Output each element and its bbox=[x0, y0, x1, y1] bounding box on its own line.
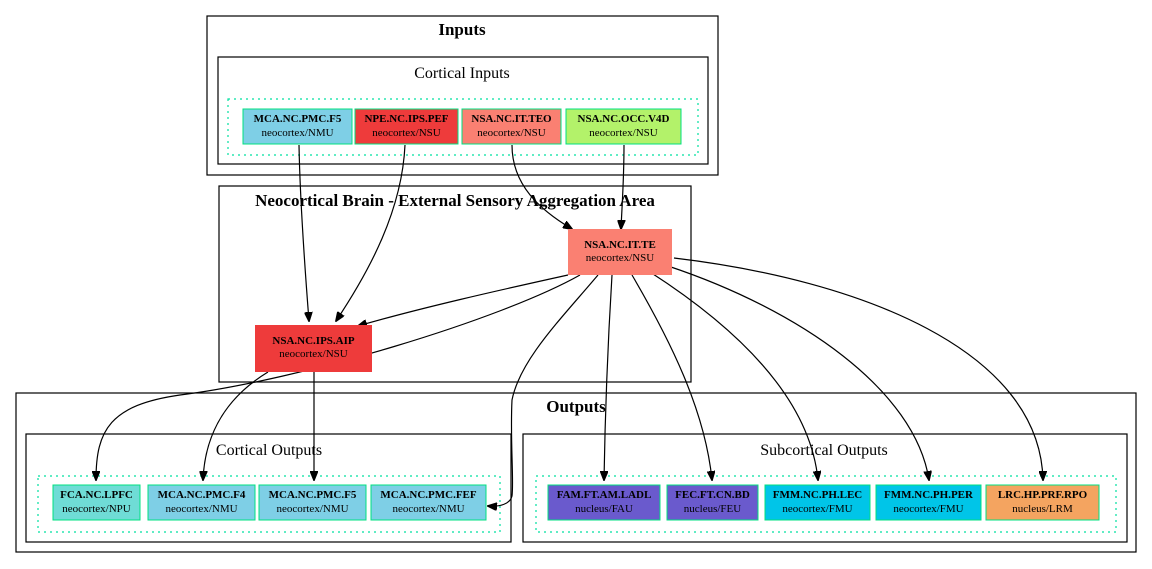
node-name: NSA.NC.IPS.AIP bbox=[272, 335, 354, 347]
edge-te-to-per bbox=[667, 265, 929, 480]
cluster-subcortical-outputs-title: Subcortical Outputs bbox=[760, 442, 888, 459]
edge-te-to-ladl bbox=[604, 274, 613, 480]
edge-te-to-rpo bbox=[673, 257, 1043, 480]
edge-te-to-bd bbox=[631, 274, 712, 480]
node-out-fmm-ph-per[interactable]: FMM.NC.PH.PER neocortex/FMU bbox=[875, 484, 982, 521]
node-nsa-ips-aip[interactable]: NSA.NC.IPS.AIP neocortex/NSU bbox=[255, 325, 372, 372]
node-out-lrc-hp-prf-rpo[interactable]: LRC.HP.PRF.RPO nucleus/LRM bbox=[985, 484, 1100, 521]
cluster-inputs: Inputs bbox=[206, 15, 719, 176]
node-name: NPE.NC.IPS.PEF bbox=[364, 113, 448, 125]
cluster-outputs-title: Outputs bbox=[546, 397, 606, 416]
cluster-outputs: Outputs bbox=[15, 392, 1137, 553]
node-out-fec-ft-cn-bd[interactable]: FEC.FT.CN.BD nucleus/FEU bbox=[666, 484, 759, 521]
cluster-cortical-inputs-title: Cortical Inputs bbox=[414, 65, 510, 82]
edge-pef-to-aip bbox=[336, 144, 406, 321]
node-in-nsa-it-teo[interactable]: NSA.NC.IT.TEO neocortex/NSU bbox=[461, 108, 562, 145]
node-name: FAM.FT.AM.LADL bbox=[557, 489, 652, 501]
node-out-mca-pmc-f5[interactable]: MCA.NC.PMC.F5 neocortex/NMU bbox=[258, 484, 367, 521]
node-name: NSA.NC.IT.TE bbox=[584, 239, 656, 251]
cluster-aggregation-title: Neocortical Brain - External Sensory Agg… bbox=[255, 191, 655, 210]
node-type: neocortex/NSU bbox=[372, 127, 440, 139]
node-type: neocortex/FMU bbox=[782, 503, 852, 515]
node-type: nucleus/LRM bbox=[1012, 503, 1073, 515]
node-in-npe-ips-pef[interactable]: NPE.NC.IPS.PEF neocortex/NSU bbox=[354, 108, 459, 145]
node-name: FMM.NC.PH.PER bbox=[884, 489, 974, 501]
cluster-cortical-outputs-title: Cortical Outputs bbox=[216, 442, 322, 459]
node-in-mca-pmc-f5[interactable]: MCA.NC.PMC.F5 neocortex/NMU bbox=[242, 108, 353, 145]
node-type: neocortex/NSU bbox=[589, 127, 657, 139]
node-type: neocortex/NSU bbox=[279, 348, 347, 360]
cluster-inputs-title: Inputs bbox=[438, 20, 486, 39]
node-out-mca-pmc-f4[interactable]: MCA.NC.PMC.F4 neocortex/NMU bbox=[147, 484, 256, 521]
node-name: MCA.NC.PMC.F5 bbox=[254, 113, 342, 125]
node-name: FCA.NC.LPFC bbox=[60, 489, 133, 501]
node-type: neocortex/NPU bbox=[62, 503, 130, 515]
node-out-fam-ft-am-ladl[interactable]: FAM.FT.AM.LADL nucleus/FAU bbox=[547, 484, 661, 521]
node-type: neocortex/NMU bbox=[261, 127, 333, 139]
node-out-mca-pmc-fef[interactable]: MCA.NC.PMC.FEF neocortex/NMU bbox=[370, 484, 487, 521]
node-type: neocortex/NSU bbox=[477, 127, 545, 139]
node-name: FMM.NC.PH.LEC bbox=[773, 489, 863, 501]
node-type: neocortex/FMU bbox=[893, 503, 963, 515]
node-name: MCA.NC.PMC.F4 bbox=[158, 489, 246, 501]
node-out-fca-lpfc[interactable]: FCA.NC.LPFC neocortex/NPU bbox=[52, 484, 141, 521]
node-nsa-it-te[interactable]: NSA.NC.IT.TE neocortex/NSU bbox=[568, 229, 672, 275]
cluster-subcortical-outputs: Subcortical Outputs bbox=[522, 433, 1128, 543]
edge-v4d-to-te bbox=[621, 144, 624, 229]
edges bbox=[96, 144, 1043, 506]
cluster-cortical-inputs: Cortical Inputs bbox=[217, 56, 709, 165]
node-type: nucleus/FAU bbox=[575, 503, 633, 515]
node-in-nsa-occ-v4d[interactable]: NSA.NC.OCC.V4D neocortex/NSU bbox=[565, 108, 682, 145]
node-name: MCA.NC.PMC.F5 bbox=[269, 489, 357, 501]
node-name: NSA.NC.IT.TEO bbox=[471, 113, 552, 125]
node-type: neocortex/NSU bbox=[586, 252, 654, 264]
node-name: MCA.NC.PMC.FEF bbox=[380, 489, 477, 501]
node-type: neocortex/NMU bbox=[392, 503, 464, 515]
node-out-fmm-ph-lec[interactable]: FMM.NC.PH.LEC neocortex/FMU bbox=[764, 484, 871, 521]
node-name: NSA.NC.OCC.V4D bbox=[578, 113, 670, 125]
node-type: nucleus/FEU bbox=[684, 503, 741, 515]
edge-aip-to-f4 bbox=[203, 371, 269, 480]
edge-te-to-lec bbox=[649, 271, 818, 480]
edge-teo-to-te bbox=[511, 144, 572, 229]
edge-te-to-lpfc bbox=[96, 274, 581, 480]
edge-te-to-aip bbox=[358, 274, 569, 326]
edge-te-to-fef bbox=[488, 274, 599, 506]
edge-pmc-f5-to-aip bbox=[298, 144, 309, 321]
cluster-aggregation: Neocortical Brain - External Sensory Agg… bbox=[218, 185, 692, 383]
node-name: LRC.HP.PRF.RPO bbox=[998, 489, 1088, 501]
cluster-cortical-outputs: Cortical Outputs bbox=[25, 433, 512, 543]
node-type: neocortex/NMU bbox=[165, 503, 237, 515]
node-type: neocortex/NMU bbox=[276, 503, 348, 515]
node-name: FEC.FT.CN.BD bbox=[675, 489, 750, 501]
